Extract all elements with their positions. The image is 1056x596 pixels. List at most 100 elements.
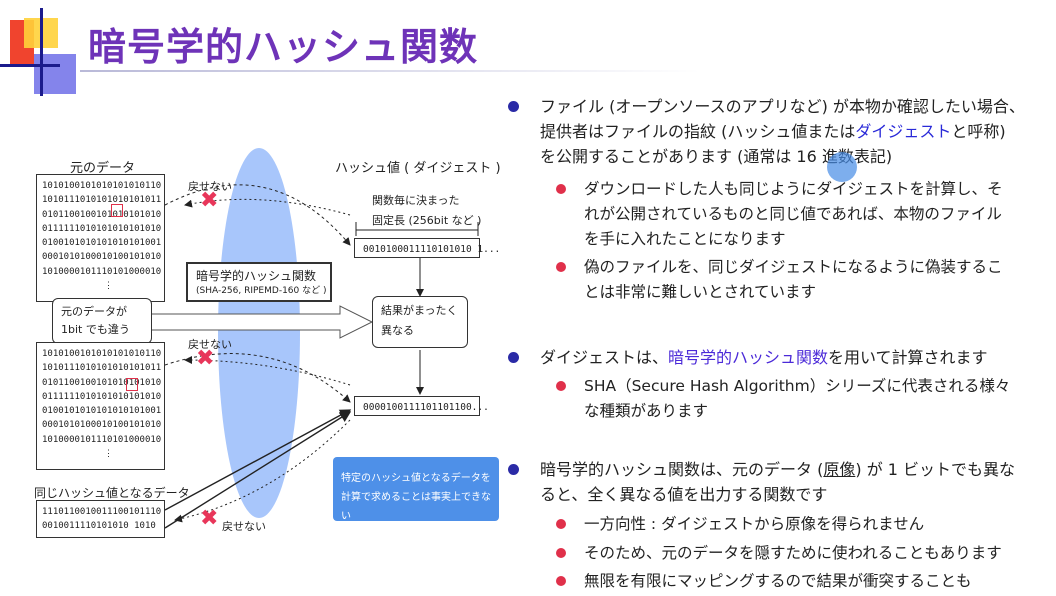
- line: ダウンロードした人も同じようにダイジェストを計算し、そ: [584, 180, 1003, 198]
- sub-bullet-dot: [556, 548, 566, 558]
- line: ファイル (オープンソースのアプリなど) が本物か確認したい場合、: [540, 97, 1025, 116]
- bit-row: 1010000101110101000010: [42, 266, 162, 277]
- fixed-length-note: 関数毎に決まった: [372, 194, 460, 207]
- collision-arrow-1: [164, 409, 352, 511]
- modified-data-box: 1010100101010101010110 10101110101010101…: [36, 342, 165, 470]
- bit-row: 1010100101010101010110: [42, 349, 162, 359]
- bullet-dot: [508, 352, 519, 363]
- line: ると、全く異なる値を出力する関数です: [540, 485, 828, 504]
- bit-row: 1110110010011100101110: [42, 507, 162, 517]
- bullet-3-text: 暗号学的ハッシュ関数は、元のデータ (原像) が 1 ビットでも異な ると、全く…: [540, 457, 1015, 507]
- bit-row: 1010111010101010101011: [42, 363, 162, 374]
- note-line: 計算で求めることは事実上できない: [341, 492, 491, 522]
- infeasibility-note: 特定のハッシュ値となるデータを 計算で求めることは事実上できない: [333, 457, 499, 522]
- text: 提供者はファイルの指紋 (ハッシュ値または: [540, 122, 856, 141]
- bit-row: 0001010100010100101010: [42, 420, 162, 431]
- text: ) が 1 ビットでも異な: [855, 460, 1016, 479]
- bit-row: 0100101010101010101001: [42, 238, 162, 249]
- sub-bullet-dot: [556, 184, 566, 194]
- line: を公開することがあります (通常は 16 進数表記): [540, 147, 893, 166]
- hash-function-box: 暗号学的ハッシュ関数 (SHA-256, RIPEMD-160 など ): [186, 262, 332, 302]
- reverse-arrow-top: [184, 198, 351, 216]
- title-underline: [80, 70, 700, 72]
- bullet-dot: [508, 101, 519, 112]
- note-line: 特定のハッシュ値となるデータを: [341, 473, 491, 484]
- bit-row: 1010100101010101010110: [42, 181, 162, 191]
- term-preimage: 原像: [823, 460, 856, 479]
- bit-row: 0100101010101010101001: [42, 406, 162, 417]
- bit-row: 1010111010101010101011: [42, 195, 162, 206]
- line: とは非常に難しいとされています: [584, 283, 817, 301]
- line: 提供者はファイルの指紋 (ハッシュ値またはダイジェストと呼称): [540, 119, 1025, 144]
- x-mark-icon: ✖: [200, 506, 219, 531]
- x-mark-icon: ✖: [200, 188, 219, 213]
- sub-bullet-4-text: 一方向性 : ダイジェストから原像を得られません: [584, 515, 925, 533]
- sub-bullet-dot: [556, 576, 566, 586]
- bullet-dot: [508, 464, 519, 475]
- hash-value-label: ハッシュ値 ( ダイジェスト ): [335, 161, 501, 176]
- bit-row: 0101100100101010101010: [42, 209, 162, 220]
- hash-function-examples: (SHA-256, RIPEMD-160 など ): [196, 286, 327, 296]
- collision-arrow-2: [164, 411, 352, 529]
- cannot-revert-label: 戻せない: [188, 338, 232, 351]
- line: な種類があります: [584, 402, 709, 420]
- line: 偽のファイルを、同じダイジェストになるように偽装するこ: [584, 258, 1003, 276]
- callout-line: 結果がまったく: [381, 304, 458, 317]
- continuation-dots: ⋮: [104, 281, 113, 292]
- bit-row: 0001010100010100101010: [42, 252, 162, 263]
- fixed-length-note: 固定長 (256bit など ): [372, 214, 482, 227]
- term-digest: ダイジェスト: [855, 122, 952, 141]
- callout-line: 元のデータが: [61, 305, 127, 318]
- original-data-label: 元のデータ: [70, 161, 136, 176]
- title-decoration-line: [0, 64, 60, 67]
- sub-bullet-dot: [556, 381, 566, 391]
- one-bit-callout: 元のデータが 1bit でも違うと…: [52, 298, 152, 354]
- original-data-box: 1010100101010101010110 10101110101010101…: [36, 174, 165, 302]
- changed-bit-marker: [126, 378, 138, 391]
- term-hash-function: 暗号学的ハッシュ関数: [668, 348, 829, 367]
- slide-title: 暗号学的ハッシュ関数: [88, 25, 479, 69]
- big-arrow: [144, 305, 374, 339]
- hash-output-top: 0010100011110101010 1...: [354, 238, 500, 258]
- text: を用いて計算されます: [828, 348, 988, 367]
- sub-bullet-dot: [556, 262, 566, 272]
- bit-row: 0111111010101010101010: [42, 391, 162, 402]
- bullet-1-text: ファイル (オープンソースのアプリなど) が本物か確認したい場合、 提供者はファ…: [540, 94, 1025, 169]
- hash-output-bottom: 0000100111101101100...: [354, 396, 489, 416]
- forward-arrow-top: [164, 184, 351, 246]
- hash-function-ellipse: [218, 148, 300, 518]
- text: 暗号学的ハッシュ関数は、元のデータ (: [540, 460, 824, 479]
- line: れが公開されているものと同じ値であれば、本物のファイル: [584, 205, 1002, 223]
- forward-arrow-mid: [164, 353, 351, 403]
- continuation-dots: ⋮: [104, 449, 113, 460]
- cannot-revert-label: 戻せない: [188, 180, 232, 193]
- same-hash-data-label: 同じハッシュ値となるデータ: [34, 486, 190, 500]
- x-mark-icon: ✖: [196, 346, 215, 371]
- diagram-arrows: [87, 184, 479, 529]
- different-result-callout: 結果がまったく 異なる: [372, 296, 468, 348]
- sub-bullet-1-text: ダウンロードした人も同じようにダイジェストを計算し、そ れが公開されているものと…: [584, 177, 1003, 252]
- changed-bit-marker: [111, 204, 123, 217]
- callout-line: 異なる: [381, 324, 414, 337]
- sub-bullet-6-text: 無限を有限にマッピングするので結果が衝突することも: [584, 572, 972, 590]
- line: を手に入れたことになります: [584, 230, 786, 248]
- hash-function-title: 暗号学的ハッシュ関数: [196, 269, 317, 283]
- bullet-2-text: ダイジェストは、暗号学的ハッシュ関数を用いて計算されます: [540, 345, 988, 370]
- text: と呼称): [951, 122, 1006, 141]
- line: SHA（Secure Hash Algorithm）シリーズに代表される様々: [584, 377, 1011, 395]
- title-decoration-line: [40, 8, 43, 96]
- text: ダイジェストは、: [540, 348, 669, 367]
- cannot-revert-label: 戻せない: [222, 520, 266, 533]
- bit-row: 1010000101110101000010: [42, 434, 162, 445]
- sub-bullet-dot: [556, 519, 566, 529]
- reverse-arrow-bottom: [174, 419, 351, 523]
- bit-row: 0101100100101010101010: [42, 377, 162, 388]
- pointer-highlight: [827, 152, 857, 182]
- same-hash-data-box: 1110110010011100101110 0010011110101010 …: [36, 500, 165, 538]
- bit-row: 0111111010101010101010: [42, 223, 162, 234]
- line: 暗号学的ハッシュ関数は、元のデータ (原像) が 1 ビットでも異な: [540, 457, 1015, 482]
- sub-bullet-5-text: そのため、元のデータを隠すために使われることもあります: [584, 544, 1002, 562]
- bit-row: 0010011110101010 1010: [42, 521, 156, 532]
- sub-bullet-2-text: 偽のファイルを、同じダイジェストになるように偽装するこ とは非常に難しいとされて…: [584, 255, 1003, 305]
- sub-bullet-3-text: SHA（Secure Hash Algorithm）シリーズに代表される様々 な…: [584, 374, 1010, 424]
